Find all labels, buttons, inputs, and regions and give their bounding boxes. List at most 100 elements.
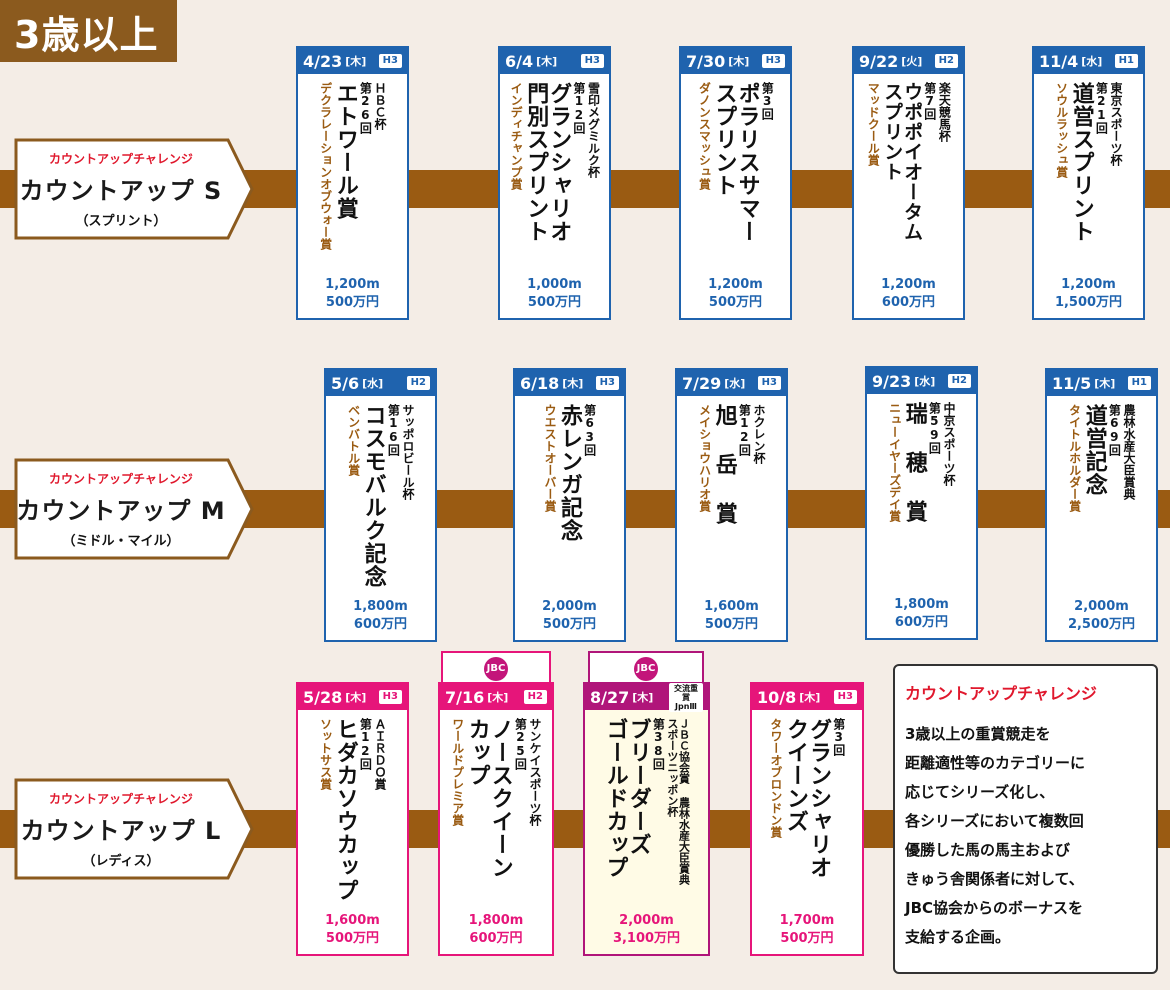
race-card[interactable]: 4/23[木]H3 ＨＢＣ杯第26回エトワール賞デクラレーションオブウォー賞 1… — [296, 46, 409, 320]
race-card[interactable]: 10/8[木]H3 第3回グランシャリオ クイーンズタワーオブロンドン賞 1,7… — [750, 682, 864, 956]
race-date: 9/22 — [859, 51, 899, 71]
race-card[interactable]: 5/6[水]H2 サッポロビール杯第16回コスモバルク記念ベンバトル賞 1,80… — [324, 368, 437, 642]
grade-badge: H3 — [761, 54, 785, 68]
series-title: カウントアップ L — [20, 816, 222, 845]
race-card-header: 7/16[木] H2 — [440, 684, 552, 710]
race-name: ポラリスサマー スプリント — [711, 82, 760, 243]
info-title: カウントアップチャレンジ — [905, 684, 1097, 703]
series-title: カウントアップ M — [16, 496, 226, 525]
label-arrow-shape — [14, 778, 254, 880]
race-card[interactable]: 8/27[木]交流重賞 JpnⅢ ＪＢＣ協会賞 農林水産大臣賞典 スポーツニッポ… — [583, 682, 710, 956]
jbc-badge: JBC — [441, 651, 551, 684]
race-name: 旭 岳 賞 — [711, 404, 737, 525]
race-subtitle: ダノンスマッシュ賞 — [697, 82, 712, 190]
series-label-s: カウントアップチャレンジ カウントアップ S （スプリント） — [14, 138, 254, 240]
race-prize: 600万円 — [469, 931, 523, 946]
race-sponsor: 農林水産大臣賞典 — [1121, 404, 1136, 500]
race-prize: 500万円 — [542, 617, 597, 632]
race-card-header: 9/23[水]H2 — [867, 368, 976, 394]
grade-badge: H3 — [833, 690, 857, 704]
race-prize: 500万円 — [704, 617, 759, 632]
grade-badge: H2 — [523, 690, 547, 704]
grade-badge: H1 — [1114, 54, 1138, 68]
race-name: コスモバルク記念 — [360, 404, 386, 588]
series-label-l: カウントアップチャレンジ カウントアップ L （レディス） — [14, 778, 254, 880]
race-prize: 500万円 — [527, 295, 582, 310]
race-distance: 2,000m — [619, 913, 674, 928]
race-sponsor: ＨＢＣ杯 — [372, 82, 387, 130]
race-card[interactable]: 11/4[水]H1 東京スポーツ杯第21回道営スプリントソウルラッシュ賞 1,2… — [1032, 46, 1145, 320]
race-weekday: [木] — [487, 691, 509, 704]
grade-badge: H3 — [378, 54, 402, 68]
race-card-header: 6/4[木]H3 — [500, 48, 609, 74]
race-name: ノースクイーン カップ — [464, 718, 513, 879]
race-ordinal: 第26回 — [358, 82, 373, 134]
race-ordinal: 第12回 — [737, 404, 752, 456]
race-weekday: [水] — [724, 377, 746, 390]
race-ordinal: 第59回 — [927, 402, 942, 454]
race-distance: 2,000m — [542, 599, 597, 614]
race-subtitle: マッドクール賞 — [866, 82, 881, 166]
race-card-header: 4/23[木]H3 — [298, 48, 407, 74]
race-name: グランシャリオ 門別スプリント — [523, 82, 572, 243]
race-weekday: [木] — [799, 691, 821, 704]
info-body: 3歳以上の重賞競走を 距離適性等のカテゴリーに 応じてシリーズ化し、 各シリーズ… — [905, 725, 1086, 946]
race-date: 7/30 — [686, 51, 726, 71]
race-ordinal: 第3回 — [831, 718, 846, 756]
race-subtitle: ベンバトル賞 — [346, 404, 361, 476]
race-card[interactable]: 5/28[木]H3 ＡＩＲＤＯ賞第12回ヒダカソウカップソットサス賞 1,600… — [296, 682, 409, 956]
race-prize: 600万円 — [894, 615, 949, 630]
race-name: ブリーダーズ ゴールドカップ — [602, 718, 651, 879]
race-subtitle: タイトルホルダー賞 — [1067, 404, 1082, 512]
race-card[interactable]: 7/29[水]H3 ホクレン杯第12回旭 岳 賞メイショウハリオ賞 1,600m… — [675, 368, 788, 642]
race-card[interactable]: 9/23[水]H2 中京スポーツ杯第59回瑞 穂 賞ニューイヤーズデイ賞 1,8… — [865, 366, 978, 640]
race-name: 道営スプリント — [1068, 82, 1094, 243]
race-card-header: 7/30[木]H3 — [681, 48, 790, 74]
race-card-header: 9/22[火]H2 — [854, 48, 963, 74]
race-card[interactable]: 7/30[木]H3 第3回ポラリスサマー スプリントダノンスマッシュ賞 1,20… — [679, 46, 792, 320]
race-date: 11/4 — [1039, 51, 1079, 71]
race-distance: 2,000m — [1074, 599, 1129, 614]
race-distance: 1,600m — [325, 913, 380, 928]
race-subtitle: ウエストオーバー賞 — [542, 404, 557, 512]
race-name: エトワール賞 — [332, 82, 358, 220]
series-challenge-text: カウントアップチャレンジ — [49, 791, 193, 806]
series-challenge-text: カウントアップチャレンジ — [49, 151, 193, 166]
race-name: 瑞 穂 賞 — [901, 402, 927, 523]
race-ordinal: 第12回 — [571, 82, 586, 134]
race-card[interactable]: 7/16[木]H2 サンケイスポーツ杯第25回ノースクイーン カップワールドプレ… — [438, 682, 554, 956]
race-date: 10/8 — [757, 687, 797, 707]
race-card[interactable]: 6/4[木]H3 雪印メグミルク杯第12回グランシャリオ 門別スプリントインディ… — [498, 46, 611, 320]
race-sponsor: ホクレン杯 — [751, 404, 766, 464]
race-prize: 3,100万円 — [612, 931, 681, 946]
race-date: 9/23 — [872, 371, 912, 391]
race-sponsor: サッポロビール杯 — [400, 404, 415, 500]
race-distance: 1,700m — [779, 913, 835, 928]
race-ordinal: 第63回 — [582, 404, 597, 456]
series-title: カウントアップ S — [19, 176, 223, 205]
info-box: カウントアップチャレンジ 3歳以上の重賞競走を 距離適性等のカテゴリーに 応じて… — [893, 664, 1158, 974]
race-card[interactable]: 9/22[火]H2 楽天競馬杯第7回ウポポイオータム スプリントマッドクール賞 … — [852, 46, 965, 320]
race-date: 5/28 — [303, 687, 343, 707]
jbc-logo-icon: JBC — [484, 656, 508, 681]
race-distance: 1,200m — [1061, 277, 1116, 292]
race-subtitle: ワールドプレミア賞 — [450, 718, 465, 826]
race-card-header: 7/29[水] H3 — [677, 370, 786, 396]
race-subtitle: インディチャンプ賞 — [509, 82, 524, 190]
race-weekday: [火] — [901, 55, 923, 68]
race-weekday: [木] — [536, 55, 558, 68]
race-distance: 1,600m — [704, 599, 759, 614]
grade-badge: H3 — [757, 376, 781, 390]
race-prize: 2,500万円 — [1067, 617, 1136, 632]
race-name: グランシャリオ クイーンズ — [783, 718, 832, 879]
race-date: 7/16 — [445, 687, 485, 707]
race-ordinal: 第69回 — [1107, 404, 1122, 456]
race-weekday: [木] — [1094, 377, 1116, 390]
grade-badge: H2 — [947, 374, 971, 388]
race-ordinal: 第16回 — [386, 404, 401, 456]
race-distance: 1,200m — [881, 277, 936, 292]
race-card[interactable]: 11/5[木]H1 農林水産大臣賞典第69回道営記念タイトルホルダー賞 2,00… — [1045, 368, 1158, 642]
race-date: 7/29 — [682, 373, 722, 393]
race-card-header: 11/4[水]H1 — [1034, 48, 1143, 74]
